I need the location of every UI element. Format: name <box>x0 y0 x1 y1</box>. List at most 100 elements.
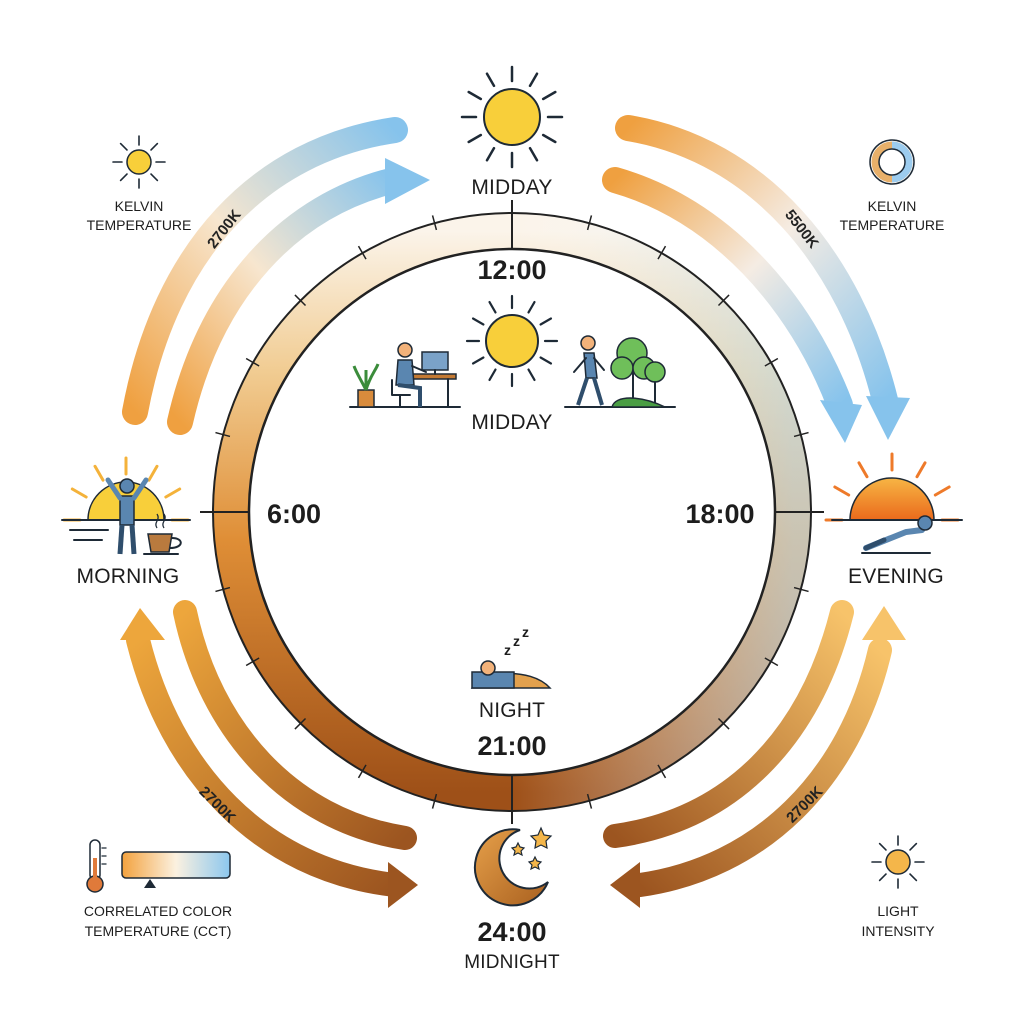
sun-ray <box>150 173 159 182</box>
clock-ticks <box>200 200 824 824</box>
sun-ray <box>485 72 496 88</box>
center-midday-label: MIDDAY <box>471 411 552 434</box>
minor-tick <box>215 431 231 438</box>
kelvin-sun-icon <box>112 135 166 189</box>
minor-tick <box>294 717 307 730</box>
cct-line1: CORRELATED COLOR <box>84 903 232 919</box>
sun-ray <box>70 487 88 499</box>
legend-cct: CORRELATED COLOR TEMPERATURE (CCT) <box>84 839 232 939</box>
sun-ray <box>150 142 159 151</box>
top-midday-label: MIDDAY <box>471 176 552 199</box>
arrow-top-right <box>602 115 910 443</box>
sun-ray <box>527 368 536 382</box>
minor-tick <box>431 215 438 231</box>
walking-person-icon <box>564 335 676 408</box>
minor-tick <box>294 294 307 307</box>
minor-tick <box>245 357 260 367</box>
arrow-bottom-left <box>120 600 418 908</box>
legend-intensity: LIGHT INTENSITY <box>861 835 935 939</box>
minor-tick <box>357 245 367 260</box>
time-12: 12:00 <box>477 255 546 285</box>
minor-tick <box>245 657 260 667</box>
sun-ray <box>541 90 557 101</box>
kelvin-ring-icon <box>869 139 915 185</box>
sun-ray <box>485 146 496 162</box>
minor-tick <box>586 215 593 231</box>
time-6: 6:00 <box>267 499 321 529</box>
cct-line2: TEMPERATURE (CCT) <box>85 923 232 939</box>
sun-ray <box>119 142 128 151</box>
minor-tick <box>793 586 809 593</box>
intensity-sun-icon <box>871 835 925 889</box>
minor-tick <box>717 294 730 307</box>
sun-ray <box>909 873 918 882</box>
minor-tick <box>657 764 667 779</box>
night-label: NIGHT <box>479 699 545 722</box>
person-at-desk-icon <box>349 342 461 408</box>
svg-text:z: z <box>513 633 520 649</box>
minor-tick <box>586 793 593 809</box>
sun-ray <box>528 72 539 88</box>
sun-ray <box>467 90 483 101</box>
sun-ray <box>933 485 951 497</box>
sun-ray <box>857 461 869 479</box>
sun-ray <box>527 300 536 314</box>
kelvin-right-line2: TEMPERATURE <box>840 217 945 233</box>
time-21: 21:00 <box>477 731 546 761</box>
sun-ray <box>488 368 497 382</box>
sun-ray <box>915 461 927 479</box>
cct-gradient-bar <box>121 851 231 879</box>
minor-tick <box>793 431 809 438</box>
center-sun-icon <box>465 294 559 388</box>
arrow-top-left <box>122 117 430 435</box>
arrow-bottom-right <box>603 600 906 908</box>
minor-tick <box>717 717 730 730</box>
sun-ray <box>471 356 485 365</box>
intensity-line1: LIGHT <box>877 903 919 919</box>
kelvin-left-line1: KELVIN <box>115 198 164 214</box>
sun-ray <box>467 133 483 144</box>
moon-stars-icon <box>473 826 553 907</box>
sun-ray <box>878 842 887 851</box>
sun-ray <box>93 464 105 482</box>
sun-ray <box>541 133 557 144</box>
morning-label: MORNING <box>77 565 180 588</box>
minor-tick <box>764 357 779 367</box>
kelvin-left-line2: TEMPERATURE <box>87 217 192 233</box>
sleeping-person-icon: z z z <box>470 624 552 689</box>
trees-icon <box>610 337 666 408</box>
intensity-line2: INTENSITY <box>861 923 935 939</box>
minor-tick <box>431 793 438 809</box>
top-sun-icon <box>460 65 564 169</box>
sun-ray <box>119 173 128 182</box>
legend-kelvin-left: KELVIN TEMPERATURE <box>87 135 192 233</box>
sunrise-person-coffee-icon <box>61 456 191 555</box>
midnight-label: MIDNIGHT <box>464 952 560 973</box>
clock-ring <box>200 200 824 824</box>
svg-text:z: z <box>504 642 511 658</box>
svg-text:z: z <box>522 624 529 640</box>
minor-tick <box>764 657 779 667</box>
time-18: 18:00 <box>685 499 754 529</box>
sun-ray <box>164 487 182 499</box>
sun-ray <box>833 485 851 497</box>
sun-ray <box>471 317 485 326</box>
evening-label: EVENING <box>848 565 944 588</box>
sun-ray <box>488 300 497 314</box>
time-24: 24:00 <box>477 917 546 947</box>
minor-tick <box>215 586 231 593</box>
minor-tick <box>357 764 367 779</box>
sun-ray <box>909 842 918 851</box>
sun-ray <box>539 356 553 365</box>
thermometer-icon <box>86 839 107 893</box>
legend-kelvin-right: KELVIN TEMPERATURE <box>840 139 945 233</box>
kelvin-right-line1: KELVIN <box>868 198 917 214</box>
sun-ray <box>147 464 159 482</box>
minor-tick <box>657 245 667 260</box>
sunset-reclining-person-icon <box>824 452 963 554</box>
sun-ray <box>528 146 539 162</box>
sun-ray <box>539 317 553 326</box>
sun-ray <box>878 873 887 882</box>
